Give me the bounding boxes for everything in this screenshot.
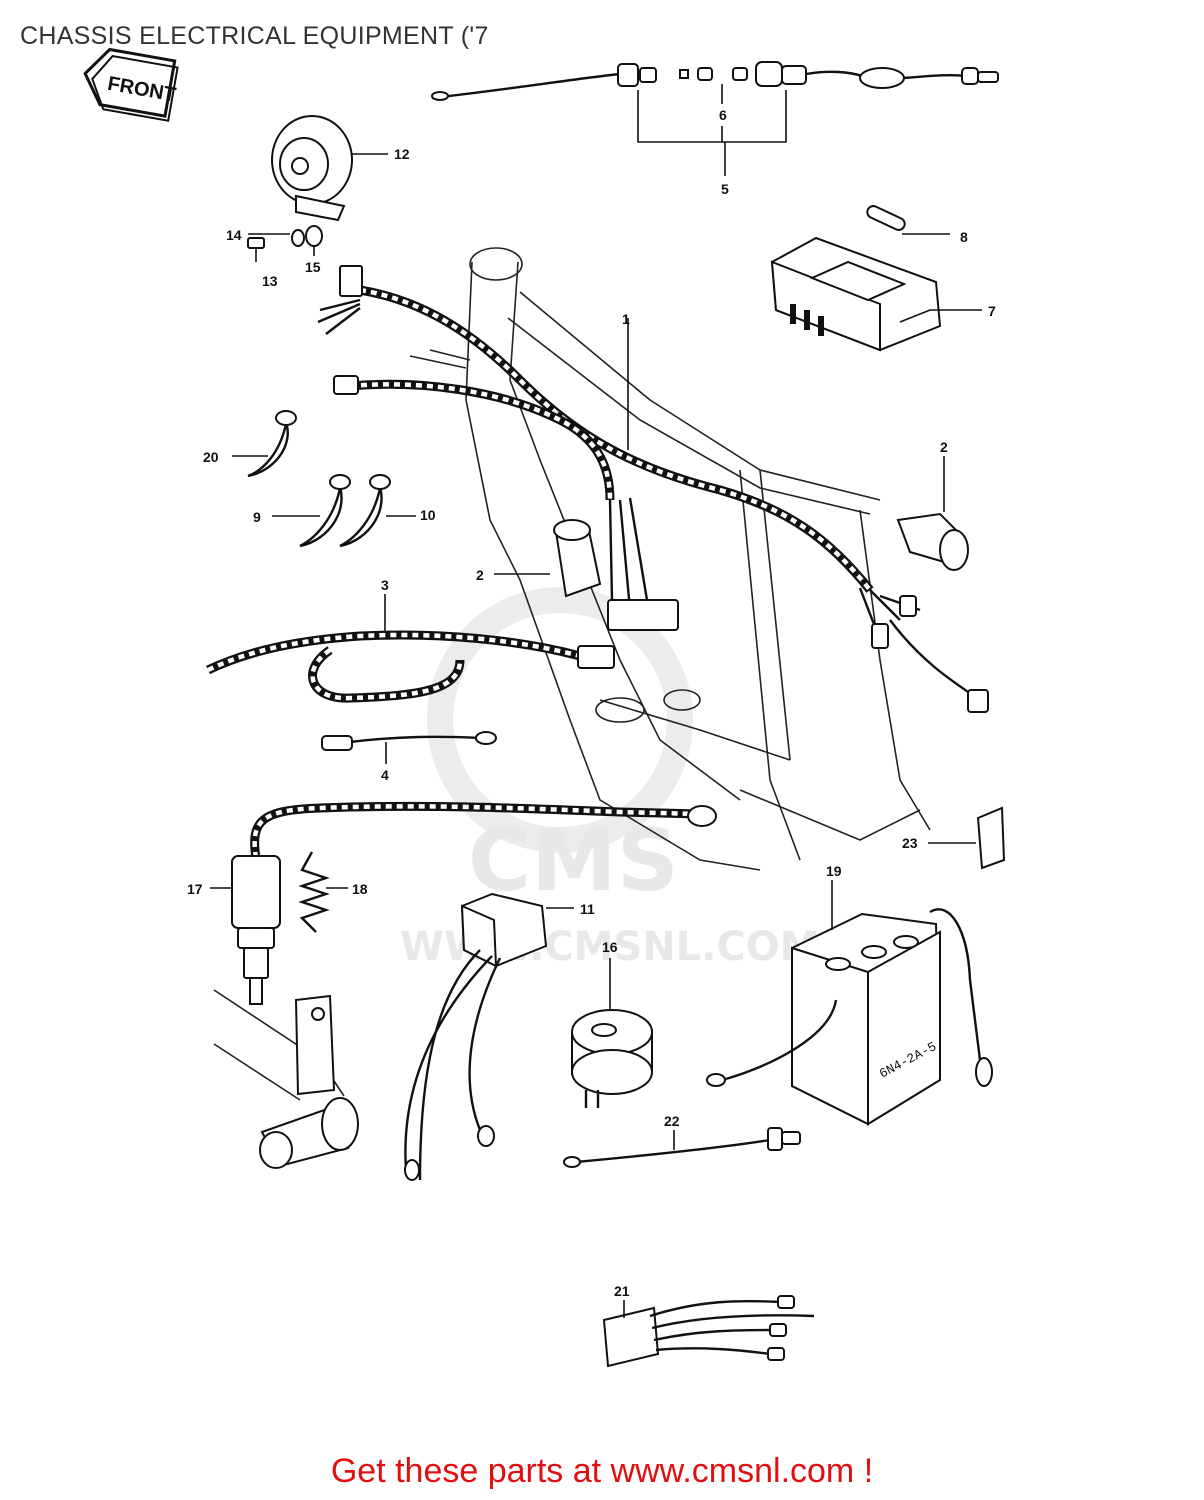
fuse: [866, 205, 950, 235]
lead-wire-4: [321, 731, 497, 764]
regulator-box: [770, 236, 982, 352]
callout-20: 20: [203, 449, 219, 465]
turn-signal-relay: [404, 892, 574, 1181]
callout-2-right: 2: [940, 439, 948, 455]
callout-19: 19: [826, 863, 842, 879]
rubber-cap-right: [896, 456, 969, 571]
horn: [271, 115, 388, 222]
callout-22: 22: [664, 1113, 680, 1129]
cmsnl-watermark: CMS WWW.CMSNL.COM: [400, 587, 820, 970]
callout-3: 3: [381, 577, 389, 593]
front-arrow-icon: FRONT: [83, 47, 179, 122]
callout-12: 12: [394, 146, 410, 162]
callout-9: 9: [253, 509, 261, 525]
watermark-logo-text: CMS: [468, 811, 679, 911]
callout-7: 7: [988, 303, 996, 319]
callout-21: 21: [614, 1283, 630, 1299]
lead-wire-22: [563, 1127, 801, 1168]
sub-harness: [206, 594, 615, 703]
switch-spring: [298, 851, 348, 933]
coil-16: [571, 958, 653, 1108]
callout-16: 16: [602, 939, 618, 955]
callout-6: 6: [719, 107, 727, 123]
callout-10: 10: [420, 507, 436, 523]
fuse-holder-lead: [431, 61, 999, 176]
callout-2-center: 2: [476, 567, 484, 583]
connector-21: [602, 1295, 815, 1368]
callout-18: 18: [352, 881, 368, 897]
caution-label: [928, 806, 1006, 870]
callout-15: 15: [305, 259, 321, 275]
page-title: CHASSIS ELECTRICAL EQUIPMENT ('7: [20, 22, 489, 50]
callout-1: 1: [622, 311, 630, 327]
callout-17: 17: [187, 881, 203, 897]
callout-13: 13: [262, 273, 278, 289]
exploded-parts-diagram: CMS WWW.CMSNL.COM FRONT 6 5: [83, 47, 1006, 1368]
battery: 6N4-2A-5: [706, 880, 993, 1126]
callout-14: 14: [226, 227, 242, 243]
wire-clamp-9: [272, 474, 351, 548]
main-wiring-harness: [317, 265, 989, 713]
callout-23: 23: [902, 835, 918, 851]
callout-11: 11: [580, 901, 595, 917]
wire-clamp-20: [232, 410, 297, 478]
brake-pedal-bracket: [213, 989, 359, 1169]
callout-5: 5: [721, 181, 729, 197]
callout-8: 8: [960, 229, 968, 245]
callout-4: 4: [381, 767, 389, 783]
rear-stop-switch: [210, 801, 717, 1005]
rubber-cap-center: [494, 519, 602, 598]
footer-link-text[interactable]: Get these parts at www.cmsnl.com !: [330, 1452, 874, 1490]
horn-bolt-and-washers: [247, 225, 323, 262]
wire-clamp-10: [339, 474, 416, 548]
